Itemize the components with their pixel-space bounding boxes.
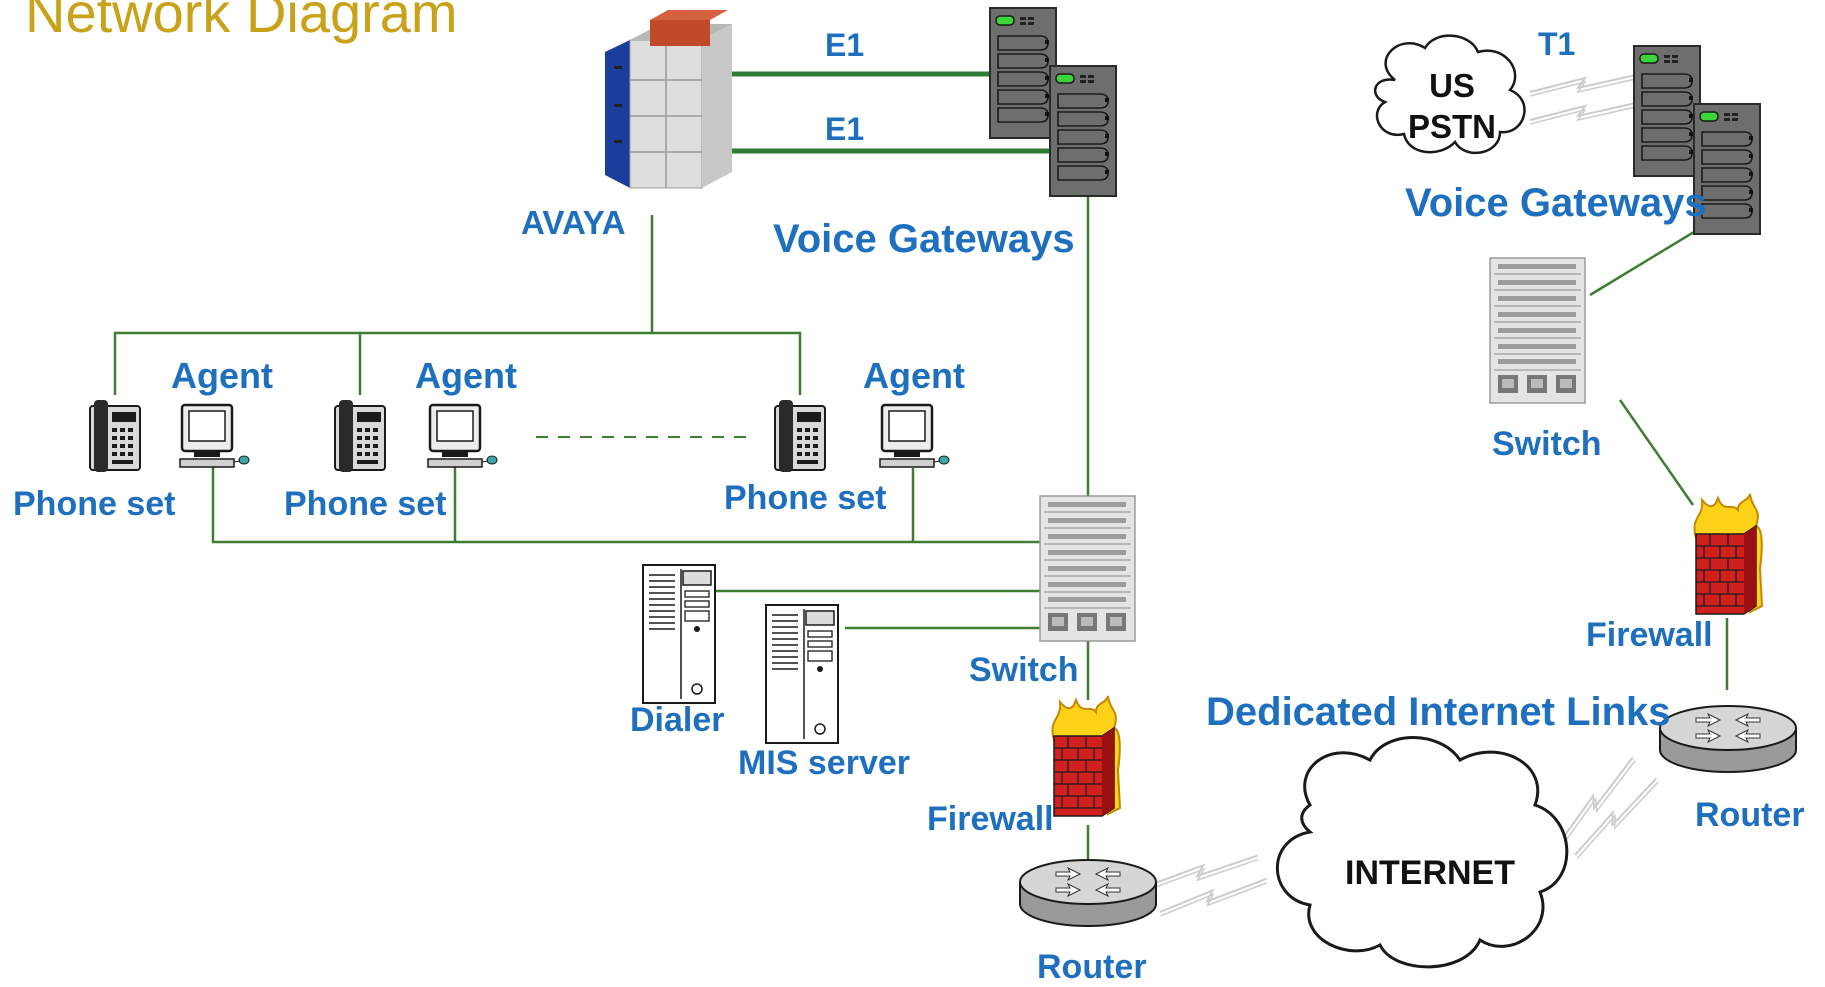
router-icon bbox=[1019, 859, 1157, 927]
server-icon bbox=[642, 564, 716, 704]
voice-gateways-right-label: Voice Gateways bbox=[1405, 181, 1707, 225]
firewall-label-left: Firewall bbox=[927, 800, 1054, 838]
agent-computer-icon bbox=[178, 403, 251, 469]
firewall-icon bbox=[1051, 695, 1121, 817]
mis-server-label: MIS server bbox=[738, 744, 910, 782]
agent-label-2: Agent bbox=[415, 355, 517, 396]
server-icon bbox=[765, 604, 839, 744]
switch-label-right: Switch bbox=[1492, 425, 1602, 463]
avaya-pbx-icon bbox=[605, 10, 732, 189]
router-icon bbox=[1659, 705, 1797, 773]
phone-set-label-1: Phone set bbox=[13, 485, 175, 523]
firewall-label-right: Firewall bbox=[1586, 616, 1713, 654]
pstn-cloud-icon bbox=[1373, 34, 1526, 155]
avaya-label: AVAYA bbox=[521, 204, 626, 241]
router-label-left: Router bbox=[1037, 948, 1147, 986]
diagram-title: Network Diagram bbox=[25, 0, 458, 44]
voice-gateway-icon bbox=[990, 8, 1116, 196]
switch-icon bbox=[1039, 495, 1136, 642]
switch-icon bbox=[1489, 257, 1586, 404]
firewall-icon bbox=[1693, 493, 1763, 615]
t1-label: T1 bbox=[1538, 26, 1575, 62]
phone-set-icon bbox=[89, 399, 141, 473]
us-pstn-label-line1: US bbox=[1429, 67, 1475, 104]
internet-label: INTERNET bbox=[1345, 854, 1515, 892]
switch-label-left: Switch bbox=[969, 651, 1079, 689]
phone-set-icon bbox=[774, 399, 826, 473]
us-pstn-label-line2: PSTN bbox=[1408, 108, 1496, 145]
agent-label-3: Agent bbox=[863, 355, 965, 396]
agent-label-1: Agent bbox=[171, 355, 273, 396]
phone-set-label-3: Phone set bbox=[724, 479, 886, 517]
e1-label-top: E1 bbox=[825, 27, 864, 63]
e1-label-bottom: E1 bbox=[825, 111, 864, 147]
internet-cloud-icon bbox=[1275, 736, 1569, 969]
agent-computer-icon bbox=[426, 403, 499, 469]
phone-set-label-2: Phone set bbox=[284, 485, 446, 523]
phone-set-icon bbox=[334, 399, 386, 473]
dialer-label: Dialer bbox=[630, 701, 725, 739]
voice-gateways-left-label: Voice Gateways bbox=[773, 217, 1075, 261]
router-label-right: Router bbox=[1695, 796, 1805, 834]
agent-computer-icon bbox=[878, 403, 951, 469]
dedicated-links-label: Dedicated Internet Links bbox=[1206, 690, 1671, 734]
